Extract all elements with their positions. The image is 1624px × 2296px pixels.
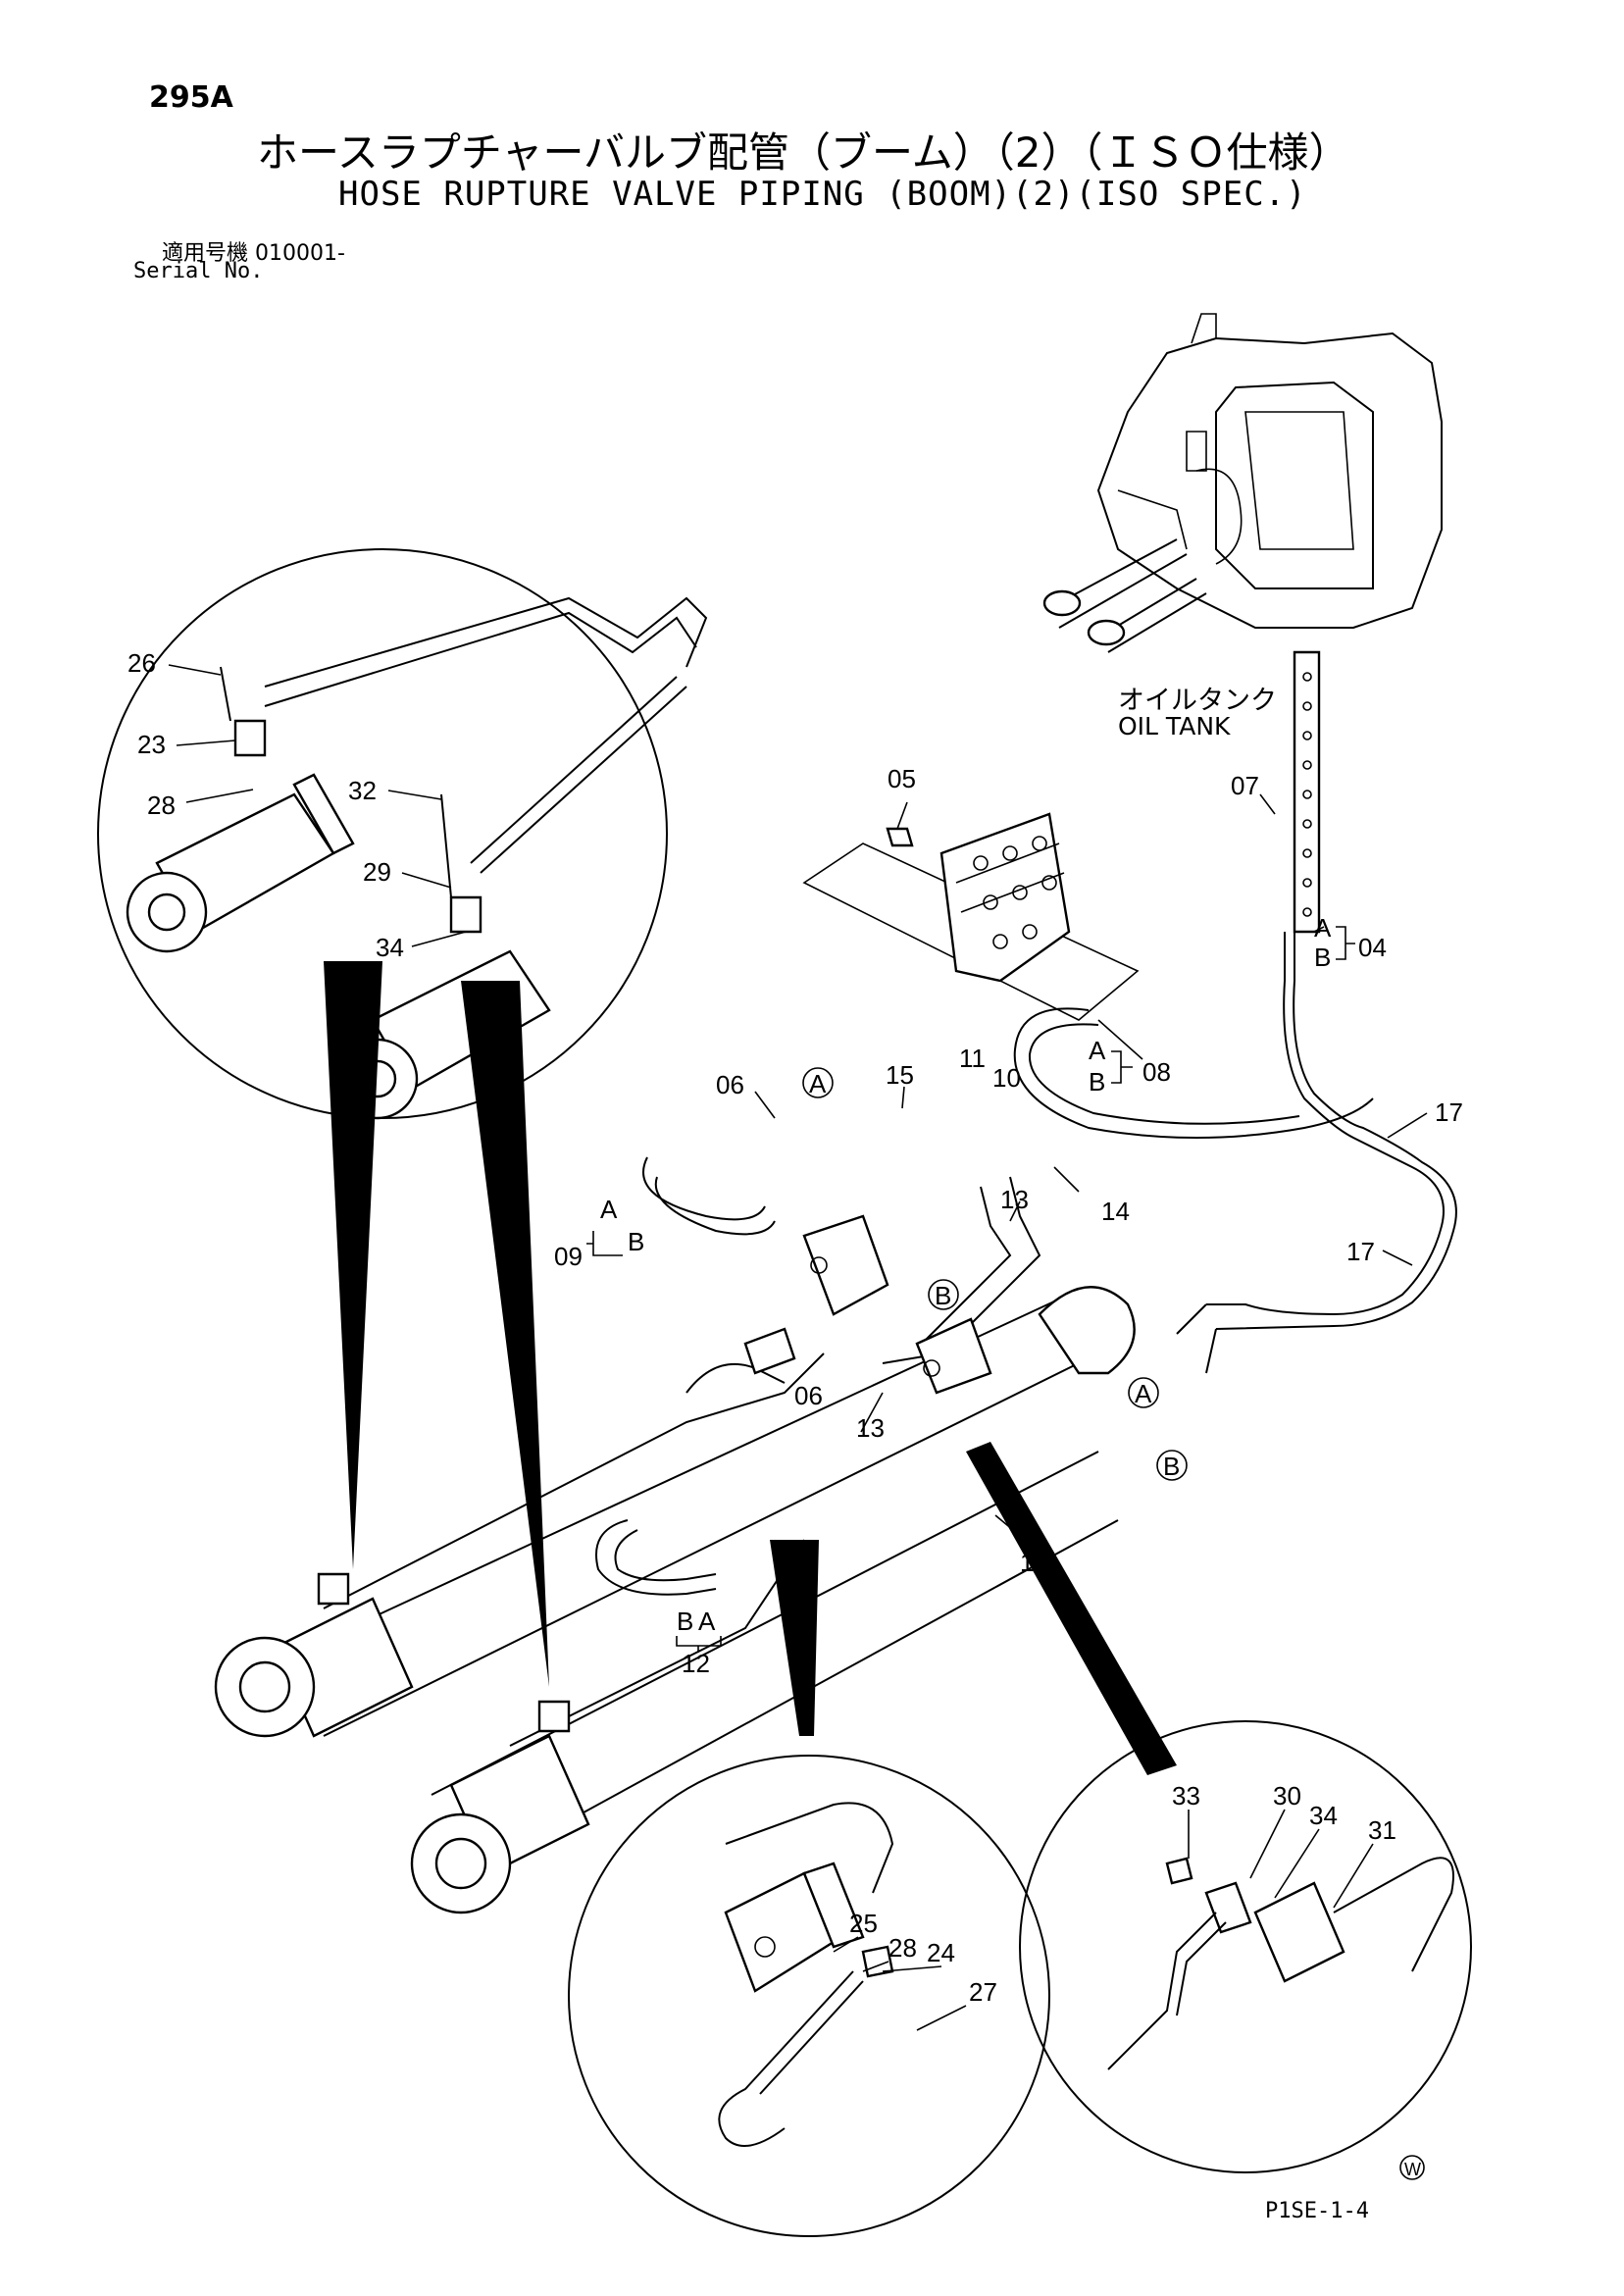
watermark-marker: W xyxy=(1399,2155,1425,2180)
part-label-34-upper: 34 xyxy=(376,933,404,962)
part-label-13-lower: 13 xyxy=(856,1413,885,1443)
part-label-08: 08 xyxy=(1142,1057,1171,1087)
part-label-09: 09 xyxy=(554,1242,583,1271)
title-japanese: ホースラプチャーバルブ配管（ブーム）（2）（ＩＳＯ仕様） xyxy=(257,128,1350,177)
part-label-29: 29 xyxy=(363,857,391,887)
boom-cylinders xyxy=(214,1286,1136,1914)
drawing-code: P1SE-1-4 xyxy=(1265,2199,1369,2223)
hose-09-end-a: A xyxy=(600,1195,618,1224)
serial-label-english: Serial No. xyxy=(133,259,264,283)
connection-marker-a-right-text: A xyxy=(1135,1379,1152,1408)
part-label-24: 24 xyxy=(927,1938,955,1967)
part-label-17-upper: 17 xyxy=(1435,1097,1463,1127)
part-label-31: 31 xyxy=(1368,1815,1396,1845)
part-label-25: 25 xyxy=(849,1909,878,1938)
part-label-23: 23 xyxy=(137,730,166,759)
oil-tank-label-english: OIL TANK xyxy=(1118,712,1231,740)
part-label-10: 10 xyxy=(992,1063,1021,1093)
oil-tank-bracket xyxy=(1293,650,1321,934)
hose-09-end-b: B xyxy=(628,1227,644,1256)
part-labels: 26 23 28 32 29 34 05 07 04 08 06 15 11 1… xyxy=(127,648,1463,2007)
connection-marker-a-upper-text: A xyxy=(809,1069,827,1098)
part-label-17-lower: 17 xyxy=(1346,1237,1375,1266)
serial-label-japanese: 適用号機 010001- xyxy=(162,241,345,266)
part-label-28-lower: 28 xyxy=(888,1933,917,1963)
hose-end-labels: A B A B A B B A xyxy=(586,913,1355,1653)
connection-marker-b-right-text: B xyxy=(1163,1452,1180,1481)
part-label-27: 27 xyxy=(969,1977,997,2007)
excavator-overview-drawing xyxy=(1042,313,1443,653)
hose-08-end-b: B xyxy=(1089,1067,1105,1097)
part-label-33: 33 xyxy=(1172,1781,1200,1811)
part-label-11: 11 xyxy=(959,1044,986,1073)
connection-marker-a-right: A xyxy=(1128,1377,1159,1408)
part-label-18: 18 xyxy=(1020,1548,1048,1577)
hose-12-end-b: B xyxy=(677,1607,693,1636)
part-label-12: 12 xyxy=(682,1649,710,1678)
part-label-04: 04 xyxy=(1358,933,1387,962)
part-label-13-upper: 13 xyxy=(1000,1185,1029,1214)
hoses xyxy=(595,932,1457,1596)
connection-markers: A B A B W xyxy=(802,1067,1425,2180)
part-label-14: 14 xyxy=(1101,1197,1130,1226)
part-label-07: 07 xyxy=(1231,771,1259,800)
hose-04-end-a: A xyxy=(1314,913,1332,943)
connection-marker-b-upper-text: B xyxy=(935,1281,951,1310)
part-label-30: 30 xyxy=(1273,1781,1301,1811)
watermark-text: W xyxy=(1404,2160,1421,2179)
detail-circle-upper-left xyxy=(97,548,708,1120)
part-label-34-lower: 34 xyxy=(1309,1801,1338,1830)
callout-wedges xyxy=(324,961,1177,1775)
part-label-26: 26 xyxy=(127,648,156,678)
part-label-05: 05 xyxy=(888,764,916,793)
detail-circle-lower-right xyxy=(1019,1720,1472,2173)
part-label-32: 32 xyxy=(348,776,377,805)
hose-08-end-a: A xyxy=(1089,1036,1106,1065)
connection-marker-a-upper: A xyxy=(802,1067,834,1098)
detail-circle-lower-middle xyxy=(568,1755,1050,2237)
control-valve xyxy=(802,812,1140,1021)
oil-tank-label-japanese: オイルタンク xyxy=(1118,686,1277,716)
page-number: 295A xyxy=(149,80,233,115)
connection-marker-b-upper: B xyxy=(928,1279,959,1310)
hose-rupture-valves xyxy=(685,1214,992,1395)
part-label-15: 15 xyxy=(886,1060,914,1090)
part-label-06-upper: 06 xyxy=(716,1070,744,1099)
connection-marker-b-right: B xyxy=(1156,1450,1188,1481)
hose-04-end-b: B xyxy=(1314,943,1331,972)
part-label-06-lower: 06 xyxy=(794,1381,823,1410)
leader-lines xyxy=(168,664,1428,2031)
title-english: HOSE RUPTURE VALVE PIPING (BOOM)(2)(ISO … xyxy=(338,175,1307,214)
part-label-28-upper: 28 xyxy=(147,791,176,820)
hose-12-end-a: A xyxy=(698,1607,716,1636)
